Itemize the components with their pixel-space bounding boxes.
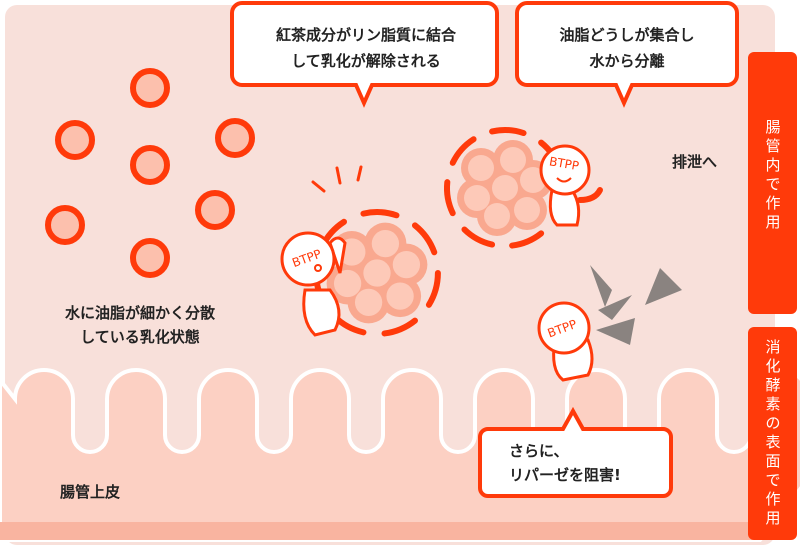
side-label-char: 酵 bbox=[765, 376, 780, 394]
motion-arc bbox=[381, 317, 418, 337]
epithelium-base bbox=[0, 522, 760, 540]
excretion-label: 排泄へ bbox=[672, 153, 717, 171]
fat-globule bbox=[386, 282, 414, 310]
fat-globule bbox=[484, 203, 510, 229]
emulsified-oil-droplets bbox=[45, 68, 255, 278]
oil-droplet bbox=[130, 145, 170, 185]
side-label-char: 素 bbox=[765, 395, 780, 413]
fat-cluster-aggregated bbox=[444, 127, 566, 249]
btpp-character-binding: BTPP bbox=[280, 231, 347, 337]
fat-globule bbox=[371, 229, 400, 258]
motion-arc bbox=[411, 222, 438, 256]
side-label-char: 面 bbox=[765, 452, 780, 470]
side-label-enzyme-box bbox=[748, 327, 797, 540]
motion-arc bbox=[425, 270, 441, 308]
side-label-char: の bbox=[765, 414, 780, 432]
emulsion-label: している乳化状態 bbox=[80, 328, 200, 346]
speech-bubble-lipase: さらに、 リパーゼを阻害! bbox=[478, 406, 673, 498]
fat-globule bbox=[500, 147, 526, 173]
motion-arc bbox=[360, 209, 400, 219]
motion-arc bbox=[449, 136, 477, 166]
side-label-char: 作 bbox=[765, 194, 780, 212]
lipase-enzyme-icons bbox=[590, 265, 682, 345]
oil-droplet bbox=[195, 190, 235, 230]
oil-droplet bbox=[130, 238, 170, 278]
fat-globule bbox=[354, 288, 383, 317]
fat-cluster-binding bbox=[313, 209, 441, 337]
intestinal-villi bbox=[0, 368, 800, 542]
side-label-char: 内 bbox=[765, 156, 780, 174]
side-label-char: で bbox=[765, 471, 780, 489]
oil-aggregation-line-1: 油脂どうしが集合し bbox=[559, 26, 694, 44]
lipase-line-2: リパーゼを阻害! bbox=[509, 466, 621, 484]
oil-droplet bbox=[45, 205, 85, 245]
oil-droplet bbox=[55, 120, 95, 160]
motion-arc bbox=[489, 127, 527, 137]
motion-arc bbox=[444, 179, 456, 217]
emulsion-label: 水に油脂が細かく分散 bbox=[65, 304, 216, 322]
side-label-char: 用 bbox=[765, 213, 780, 231]
motion-arc bbox=[509, 230, 545, 249]
oil-aggregation-line-2: 水から分離 bbox=[589, 52, 664, 70]
fat-globule bbox=[492, 175, 518, 201]
motion-arc bbox=[461, 226, 496, 248]
fat-globule bbox=[392, 250, 421, 279]
fat-globule bbox=[464, 185, 490, 211]
side-label-char: 表 bbox=[765, 433, 780, 451]
fat-globule bbox=[514, 197, 540, 223]
oil-droplet bbox=[130, 68, 170, 108]
tea-binding-line-2: して乳化が解除される bbox=[291, 52, 441, 70]
side-label-char: 管 bbox=[765, 137, 780, 155]
tea-binding-line-1: 紅茶成分がリン脂質に結合 bbox=[276, 26, 457, 44]
impact-lines-icon bbox=[311, 165, 363, 193]
btpp-character-aggregating: BTPP bbox=[539, 144, 603, 227]
side-label-char: 化 bbox=[765, 357, 780, 375]
side-label-intestine-box bbox=[748, 52, 797, 314]
lipase-line-1: さらに、 bbox=[509, 442, 569, 460]
fat-globule bbox=[520, 167, 546, 193]
fat-globule bbox=[333, 269, 362, 298]
fat-globule bbox=[363, 259, 391, 287]
side-label-char: 腸 bbox=[765, 118, 780, 136]
side-label-char: 作 bbox=[765, 490, 780, 508]
epithelium-label: 腸管上皮 bbox=[60, 483, 120, 501]
side-label-char: 消 bbox=[765, 338, 780, 356]
side-label-char: で bbox=[765, 175, 780, 193]
oil-droplet bbox=[215, 118, 255, 158]
speech-bubble-oil-aggregation: 油脂どうしが集合し 水から分離 bbox=[515, 1, 739, 108]
fat-globule bbox=[468, 155, 494, 181]
speech-bubble-tea-binding: 紅茶成分がリン脂質に結合 して乳化が解除される bbox=[230, 1, 499, 108]
side-label-char: 用 bbox=[765, 509, 780, 527]
btpp-character-lipase: BTPP bbox=[537, 301, 594, 382]
btpp-label: BTPP bbox=[548, 154, 580, 173]
